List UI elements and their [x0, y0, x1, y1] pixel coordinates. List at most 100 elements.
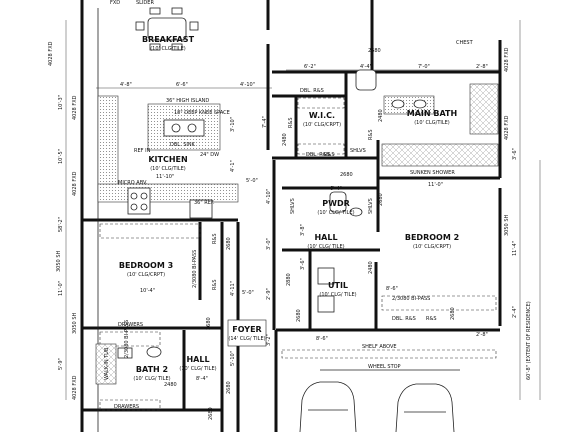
- door-d7: 2680: [296, 309, 302, 322]
- note-dbl-sink: DBL. SINK: [170, 142, 196, 148]
- shelving-r-s-6: R&S: [368, 129, 374, 140]
- room-hall-mid-name: HALL: [314, 233, 337, 242]
- room-pwdr-ceiling: (10' CLG/ TILE): [317, 210, 354, 216]
- dim-6-2: 6'-2": [304, 64, 316, 70]
- room-util-name: UTIL: [328, 281, 348, 290]
- door-d3: 2480: [282, 133, 288, 146]
- room-bedroom3-ceiling: (10' CLG/CRPT): [127, 272, 165, 278]
- room-util-ceiling: (10' CLG/ TILE): [319, 292, 356, 298]
- note-drawers-bottom: DRAWERS: [114, 404, 139, 410]
- closet-shelf-bed2: [381, 295, 497, 311]
- kitchen-island: [147, 103, 221, 151]
- dimension-lines: [65, 20, 541, 400]
- room-foyer-name: FOYER: [232, 325, 261, 334]
- dim-4-4: 4'-4": [360, 64, 372, 70]
- dim-58-2: 58'-2": [58, 217, 64, 232]
- note-dw: 24" DW: [200, 152, 219, 158]
- dim-10-5: 10'-5": [58, 149, 64, 164]
- door-d6: 2880: [286, 273, 292, 286]
- label-fxd: FXD: [110, 0, 120, 6]
- shelving-r-s-3: R&S: [212, 279, 218, 290]
- shelving-r-s-1: R&S: [324, 152, 335, 158]
- door-d11: 2680: [450, 307, 456, 320]
- dim-3-2: 3'-2": [266, 334, 272, 346]
- room-bedroom2-ceiling: (10' CLG/CRPT): [413, 244, 451, 250]
- dryer: [317, 295, 335, 313]
- door-d1: 2680: [368, 48, 381, 54]
- dim-3-8: 3'-8": [300, 224, 306, 236]
- shelving-dbl-r-s-3: DBL. R&S: [392, 316, 416, 322]
- pwdr-toilet: [329, 191, 347, 213]
- garage-shelf: [281, 349, 497, 359]
- dim-5-0a: 5'-0": [246, 178, 258, 184]
- wic-shelf-top: [297, 97, 345, 109]
- dim-10-4: 10'-4": [140, 288, 155, 294]
- note-drawers-top: DRAWERS: [118, 322, 143, 328]
- door-d12: 2480: [368, 261, 374, 274]
- dim-8-6: 8'-6": [386, 286, 398, 292]
- shelving-r-s-5: R&S: [288, 117, 294, 128]
- bath2-toilet: [117, 347, 133, 359]
- note-sunken-shower: SUNKEN SHOWER: [410, 170, 455, 176]
- door-d9: 2480: [164, 382, 177, 388]
- dim-11-0: 11'-0": [428, 182, 443, 188]
- dim-7-0: 7'-0": [418, 64, 430, 70]
- window-w3: 4028 FXD: [72, 171, 78, 196]
- kitchen-counter-bottom: [97, 183, 239, 203]
- window-w8: 4028 FXD: [504, 47, 510, 72]
- door-d10: 2680: [208, 407, 214, 420]
- dim-3-6a: 3'-6": [512, 148, 518, 160]
- dim-4-8: 4'-8": [120, 82, 132, 88]
- dim-3-10: 3'-10": [230, 117, 236, 132]
- note-wheel-stop: WHEEL STOP: [368, 364, 401, 370]
- note-shelf-above: SHELF ABOVE: [362, 344, 397, 350]
- window-w7: 4028 FXD: [504, 115, 510, 140]
- window-w1: 4028 FXD: [48, 41, 54, 66]
- dim-11-4: 11'-4": [512, 241, 518, 256]
- window-w6: 3050 SH: [504, 215, 510, 236]
- closet-shelf-bed3: [99, 223, 201, 239]
- note-tub: WALK-IN TUB: [104, 347, 110, 380]
- dim-4-11: 4'-11": [230, 281, 236, 296]
- shelving-shlvs-1: SHLVS: [350, 148, 366, 154]
- dim-2-4: 2'-4": [512, 306, 518, 318]
- window-w2: 4028 FXD: [72, 95, 78, 120]
- dim-2-8a: 2'-8": [476, 64, 488, 70]
- room-pwdr-name: PWDR: [322, 199, 350, 208]
- dim-11-10: 11'-10": [156, 174, 174, 180]
- room-bedroom2-name: BEDROOM 2: [405, 233, 459, 242]
- shelving-shlvs-3: SHLVS: [368, 198, 374, 214]
- foyer-label-box: [227, 319, 267, 347]
- dim-11-0v: 11'-0": [58, 281, 64, 296]
- dim-4-10b: 4'-10": [266, 189, 272, 204]
- dim-7-4: 7'-4": [262, 116, 268, 128]
- kitchen-counter-left: [97, 95, 119, 197]
- dim-5-10: 5'-10": [230, 351, 236, 366]
- note-ref-in: REF IN: [134, 148, 151, 154]
- car-left: [299, 381, 357, 432]
- drawers-bottom: [99, 399, 161, 411]
- refrigerator: [189, 199, 213, 219]
- dim-3-0: 3'-0": [266, 238, 272, 250]
- room-kitchen-ceiling: (10' CLG/TILE): [150, 166, 186, 172]
- shelving-dbl-r-s-1: DBL. R&S: [300, 88, 324, 94]
- note-knee-space: 18" DEEP KNEE SPACE: [174, 110, 230, 116]
- note-ref-36: 36" REF.: [194, 200, 215, 206]
- dim-10-3: 10'-3": [58, 95, 64, 110]
- door-d5: 2680: [378, 193, 384, 206]
- room-wic-ceiling: (10' CLG/CRPT): [303, 122, 341, 128]
- room-main-bath-ceiling: (10' CLG/TILE): [414, 120, 450, 126]
- room-bedroom3-name: BEDROOM 3: [119, 261, 173, 270]
- room-bath2-name: BATH 2: [136, 365, 168, 374]
- walls: [80, 0, 502, 432]
- sunken-shower: [381, 143, 499, 167]
- note-micro: MICRO ABV.: [118, 180, 148, 186]
- pwdr-sink: [349, 207, 363, 217]
- room-breakfast-name: BREAKFAST: [142, 35, 195, 44]
- walk-in-tub: [95, 343, 117, 385]
- shelving-shlvs-2: SHLVS: [290, 198, 296, 214]
- car-right: [395, 383, 455, 432]
- label-slider: SLIDER: [136, 0, 154, 6]
- bath2-sink: [146, 346, 162, 358]
